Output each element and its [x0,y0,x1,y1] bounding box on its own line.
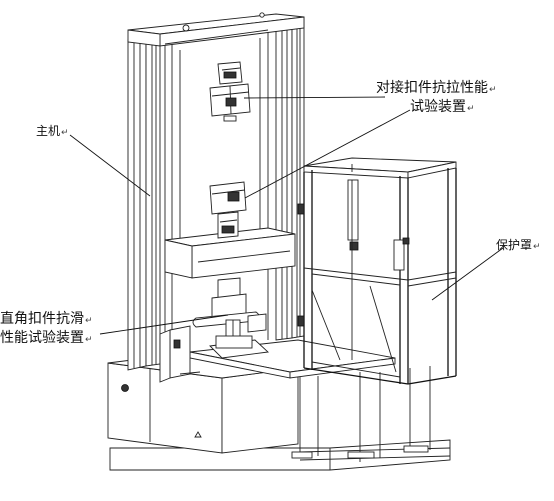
paragraph-mark: ↵ [61,128,69,138]
right-angle-fixture [192,277,267,349]
paragraph-mark: ↵ [467,104,475,114]
floor-frame [109,366,451,471]
control-box [159,325,201,383]
label-right-angle-line1: 直角扣件抗滑↵ [0,311,93,328]
label-right-angle-text2: 性能试验装置 [0,330,84,346]
label-right-angle-line2: 性能试验装置↵ [0,330,93,347]
paragraph-mark: ↵ [533,242,541,252]
left-column [127,33,173,371]
label-protective-cover-text: 保护罩 [496,238,533,252]
leader-lines [69,96,504,335]
middle-butt-fixture [209,181,247,239]
moving-crosshead [164,227,296,279]
label-right-angle-text1: 直角扣件抗滑 [0,311,84,327]
label-main-machine-text: 主机 [36,124,61,138]
right-column [267,16,305,341]
label-butt-coupler-line1: 对接扣件抗拉性能↵ [376,80,497,97]
test-table [189,339,396,379]
upper-butt-fixture [209,61,251,122]
label-butt-coupler-line2: 试验装置↵ [410,99,475,116]
label-butt-coupler-text1: 对接扣件抗拉性能 [376,80,488,96]
paragraph-mark: ↵ [85,316,93,326]
paragraph-mark: ↵ [489,85,497,95]
label-butt-coupler-text2: 试验装置 [410,99,466,115]
main-cabinet [107,352,299,454]
protective-cover [297,157,457,385]
paragraph-mark: ↵ [85,335,93,345]
label-main-machine: 主机↵ [36,124,69,139]
top-crosshead [127,12,305,240]
label-protective-cover: 保护罩↵ [496,238,541,253]
